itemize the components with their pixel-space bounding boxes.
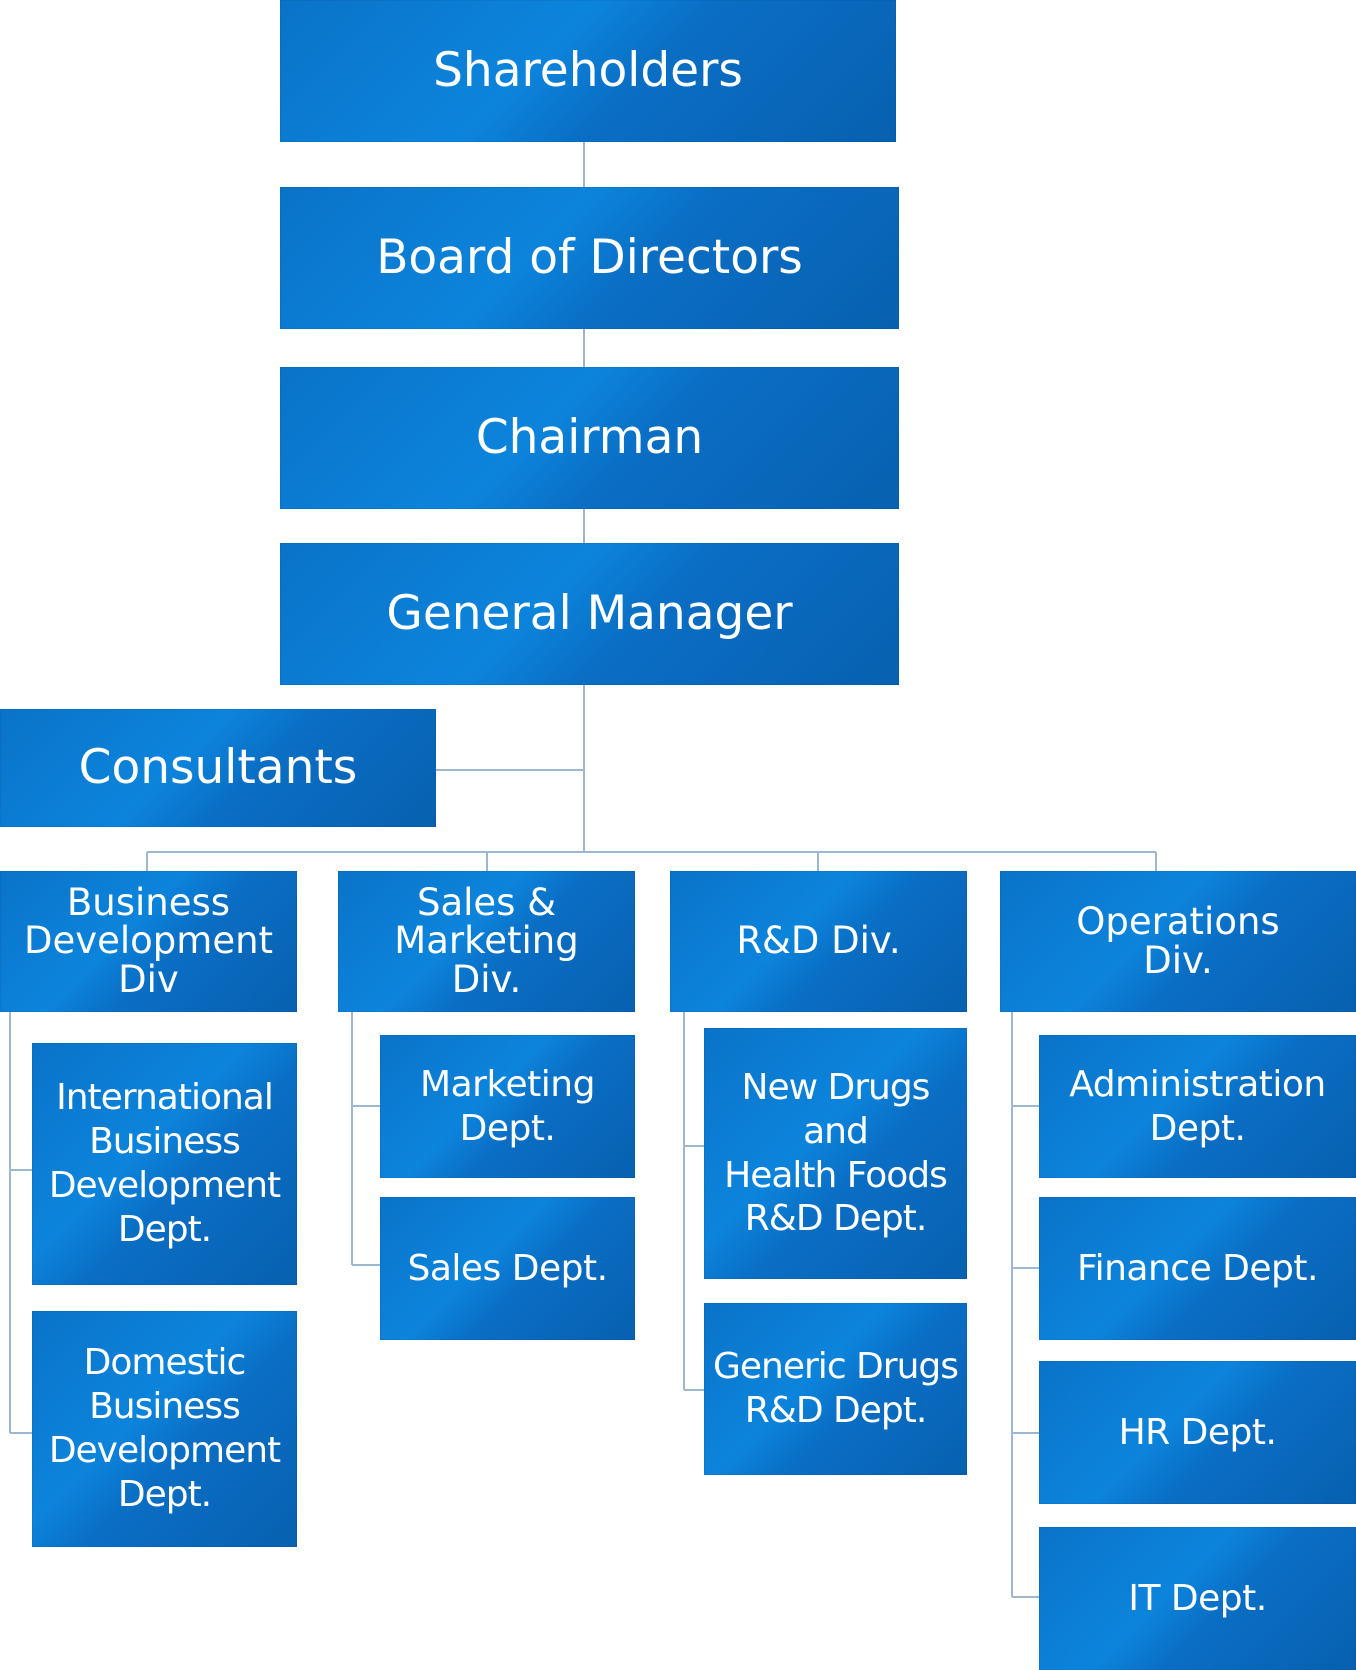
rd-division-label: R&D Div. xyxy=(736,919,901,963)
rd-division: R&D Div. xyxy=(670,871,967,1012)
sales-dept-label: Sales Dept. xyxy=(407,1247,608,1289)
new-drugs-health-foods-rd-dept: New Drugs and Health Foods R&D Dept. xyxy=(704,1028,967,1279)
it-dept: IT Dept. xyxy=(1039,1527,1356,1670)
sales-marketing-division: Sales & Marketing Div. xyxy=(338,871,635,1012)
finance-dept: Finance Dept. xyxy=(1039,1197,1356,1340)
shareholders-box: Shareholders xyxy=(280,0,896,142)
domestic-business-development-dept-label: Domestic Business Development Dept. xyxy=(48,1342,281,1515)
chairman-label: Chairman xyxy=(475,410,704,466)
general-manager-box: General Manager xyxy=(280,543,899,685)
operations-division: Operations Div. xyxy=(1000,871,1356,1012)
shareholders-label: Shareholders xyxy=(433,43,743,99)
generic-drugs-rd-dept: Generic Drugs R&D Dept. xyxy=(704,1303,967,1475)
board-of-directors-label: Board of Directors xyxy=(376,230,803,286)
board-of-directors-box: Board of Directors xyxy=(280,187,899,329)
new-drugs-health-foods-rd-dept-label: New Drugs and Health Foods R&D Dept. xyxy=(724,1066,948,1240)
sales-dept: Sales Dept. xyxy=(380,1197,635,1340)
hr-dept-label: HR Dept. xyxy=(1118,1411,1277,1453)
it-dept-label: IT Dept. xyxy=(1128,1577,1267,1619)
chairman-box: Chairman xyxy=(280,367,899,509)
marketing-dept: Marketing Dept. xyxy=(380,1035,635,1178)
administration-dept-label: Administration Dept. xyxy=(1069,1064,1326,1149)
operations-division-label: Operations Div. xyxy=(1076,900,1280,982)
business-development-division-label: Business Development Div xyxy=(23,880,274,1001)
consultants-box: Consultants xyxy=(0,709,436,827)
finance-dept-label: Finance Dept. xyxy=(1077,1247,1318,1289)
consultants-label: Consultants xyxy=(78,740,358,796)
international-business-development-dept: International Business Development Dept. xyxy=(32,1043,297,1285)
hr-dept: HR Dept. xyxy=(1039,1361,1356,1504)
generic-drugs-rd-dept-label: Generic Drugs R&D Dept. xyxy=(713,1346,959,1431)
domestic-business-development-dept: Domestic Business Development Dept. xyxy=(32,1311,297,1547)
international-business-development-dept-label: International Business Development Dept. xyxy=(48,1077,281,1250)
administration-dept: Administration Dept. xyxy=(1039,1035,1356,1178)
marketing-dept-label: Marketing Dept. xyxy=(420,1064,595,1149)
business-development-division: Business Development Div xyxy=(0,871,297,1012)
general-manager-label: General Manager xyxy=(386,586,793,642)
sales-marketing-division-label: Sales & Marketing Div. xyxy=(394,880,579,1001)
